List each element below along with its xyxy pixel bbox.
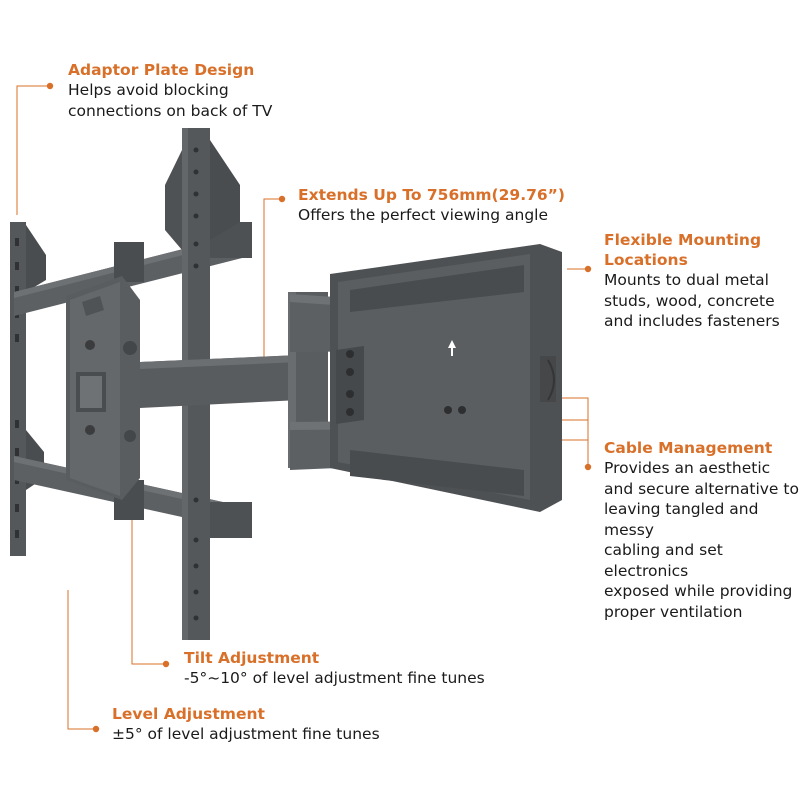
- callout-title: Cable Management: [604, 439, 773, 457]
- callout-title: Tilt Adjustment: [184, 649, 320, 667]
- callout-cable-management: Cable Management Provides an aesthetic a…: [604, 438, 808, 622]
- callout-title: Extends Up To 756mm(29.76”): [298, 186, 565, 204]
- wall-box: [330, 244, 562, 512]
- callout-description: -5°~10° of level adjustment fine tunes: [184, 669, 485, 687]
- callout-flexible-mounting: Flexible Mounting Locations Mounts to du…: [604, 230, 804, 332]
- tilt-plate: [66, 276, 140, 500]
- leader-dots: [46, 82, 592, 733]
- callout-description: Provides an aesthetic and secure alterna…: [604, 459, 799, 621]
- callout-description: Mounts to dual metal studs, wood, concre…: [604, 271, 780, 330]
- callout-title: Adaptor Plate Design: [68, 61, 255, 79]
- callout-tilt-adjustment: Tilt Adjustment -5°~10° of level adjustm…: [184, 648, 514, 689]
- callout-description: ±5° of level adjustment fine tunes: [112, 725, 380, 743]
- callout-title: Flexible Mounting Locations: [604, 231, 762, 269]
- up-arrow-icon: [448, 340, 456, 356]
- callout-adaptor-plate: Adaptor Plate Design Helps avoid blockin…: [68, 60, 328, 121]
- callout-extends: Extends Up To 756mm(29.76”) Offers the p…: [298, 185, 598, 226]
- left-tv-rail: [10, 222, 46, 556]
- callout-title: Level Adjustment: [112, 705, 265, 723]
- callout-description: Helps avoid blocking connections on back…: [68, 81, 273, 120]
- callout-description: Offers the perfect viewing angle: [298, 206, 549, 224]
- callout-level-adjustment: Level Adjustment ±5° of level adjustment…: [112, 704, 412, 745]
